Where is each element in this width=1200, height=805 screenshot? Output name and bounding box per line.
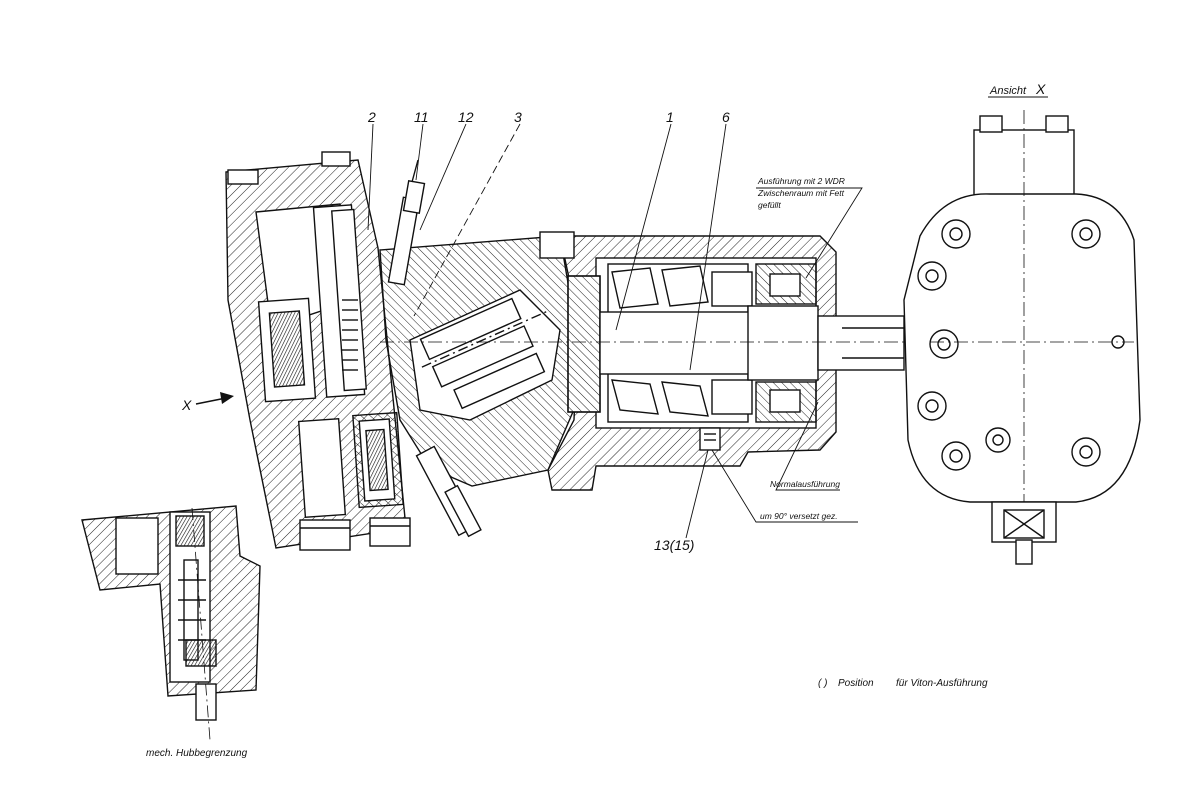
cylinder-block (379, 235, 579, 487)
callout-2: 2 (367, 109, 376, 125)
normal-variant-label: Normalausführung (770, 479, 840, 489)
view-title: Ansicht (989, 85, 1027, 97)
position-note-suffix: für Viton-Ausführung (896, 678, 988, 689)
seal-variant-line2: Zwischenraum mit Fett (757, 188, 845, 198)
stroke-limiter-detail (81, 505, 261, 741)
callout-11: 11 (414, 109, 429, 125)
adjusting-screw (387, 159, 426, 286)
position-note-text: Position (838, 678, 874, 689)
view-x-flange (903, 110, 1141, 565)
callout-1: 1 (666, 109, 674, 125)
control-piston (331, 208, 367, 392)
pump-housing-section (225, 151, 1140, 551)
port-plate-housing (225, 151, 411, 551)
drain-plug (699, 427, 721, 451)
stroke-limiter-caption: mech. Hubbegrenzung (146, 748, 248, 759)
callout-3: 3 (514, 109, 522, 125)
leader-lines (367, 123, 863, 539)
view-arrow-label: X (181, 397, 192, 413)
callout-12: 12 (458, 109, 474, 125)
rotated-note: um 90° versetzt gez. (760, 511, 838, 521)
bolt-holes (917, 219, 1125, 471)
seal-variant-line1: Ausführung mit 2 WDR (757, 176, 845, 186)
view-arrow-x (195, 392, 234, 405)
position-note-bracket: ( ) (818, 678, 827, 689)
view-title-letter: X (1035, 81, 1046, 97)
callout-6: 6 (722, 109, 730, 125)
drive-shaft (380, 305, 1140, 381)
callout-13-15: 13(15) (654, 537, 694, 553)
lower-adjusting-screw (415, 445, 482, 538)
seal-variant-line3: gefüllt (758, 200, 781, 210)
